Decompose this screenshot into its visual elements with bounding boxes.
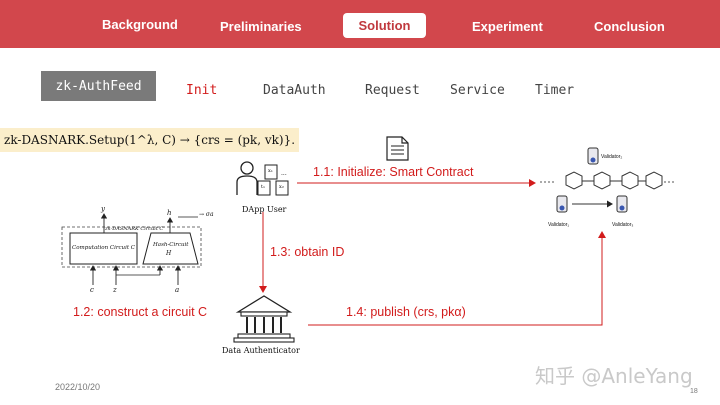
blockchain-network bbox=[540, 147, 676, 213]
subtab-timer[interactable]: Timer bbox=[535, 83, 575, 98]
nav-solution-active[interactable]: Solution bbox=[343, 13, 426, 38]
building-icon bbox=[233, 295, 295, 343]
nav-background[interactable]: Background bbox=[102, 17, 178, 32]
input-c-label: c bbox=[90, 286, 94, 294]
user-bubble-ellipsis: ... bbox=[281, 170, 287, 177]
setup-formula: zk-DASNARK.Setup(1^λ, C) → {crs = (pk, v… bbox=[0, 128, 300, 152]
user-bubble-x1: x₁ bbox=[268, 168, 273, 174]
user-bubble-t1: t₁ bbox=[261, 184, 266, 190]
validator-1-label: Validator₁ bbox=[548, 222, 570, 228]
step-1-2-label: 1.2: construct a circuit C bbox=[73, 305, 208, 319]
page-number: 18 bbox=[690, 388, 698, 395]
dapp-user-label: DApp User bbox=[242, 205, 287, 214]
nav-conclusion[interactable]: Conclusion bbox=[594, 19, 665, 34]
circuit-diagram bbox=[61, 213, 202, 285]
sigma-label: → σa bbox=[199, 211, 214, 218]
hash-box-label-2: H bbox=[166, 250, 172, 257]
hash-box-label-1: Hash-Circuit bbox=[153, 242, 189, 248]
user-bubble-x2: x₂ bbox=[279, 184, 284, 190]
circuit-outer-title: zk-DASNARK Circuit C' bbox=[105, 226, 165, 232]
watermark: 知乎 @AnleYang bbox=[535, 364, 693, 388]
step-1-3-label: 1.3: obtain ID bbox=[270, 245, 345, 259]
validator-2-label: Validator₂ bbox=[601, 154, 623, 160]
data-authenticator-label: Data Authenticator bbox=[222, 346, 300, 355]
validator-3-label: Validator₃ bbox=[612, 222, 634, 228]
computation-box-label: Computation Circuit C bbox=[72, 245, 136, 251]
footer-date: 2022/10/20 bbox=[55, 382, 101, 392]
document-icon bbox=[386, 136, 409, 161]
step-1-4-label: 1.4: publish (crs, pkα) bbox=[346, 305, 466, 319]
output-y-label: y bbox=[101, 205, 105, 213]
subtab-init[interactable]: Init bbox=[186, 83, 218, 98]
nav-preliminaries[interactable]: Preliminaries bbox=[220, 19, 302, 34]
step-1-1-label: 1.1: Initialize: Smart Contract bbox=[313, 165, 474, 179]
subtab-dataauth[interactable]: DataAuth bbox=[263, 83, 326, 98]
nav-experiment[interactable]: Experiment bbox=[472, 19, 543, 34]
subtab-service[interactable]: Service bbox=[450, 83, 505, 98]
output-h-label: h bbox=[167, 209, 172, 217]
arrow-publish bbox=[308, 231, 606, 326]
input-z-label: z bbox=[113, 286, 117, 294]
input-a-label: a bbox=[175, 286, 180, 294]
subtab-zk-authfeed[interactable]: zk-AuthFeed bbox=[41, 71, 156, 101]
subtab-request[interactable]: Request bbox=[365, 83, 420, 98]
user-icon bbox=[236, 161, 289, 196]
